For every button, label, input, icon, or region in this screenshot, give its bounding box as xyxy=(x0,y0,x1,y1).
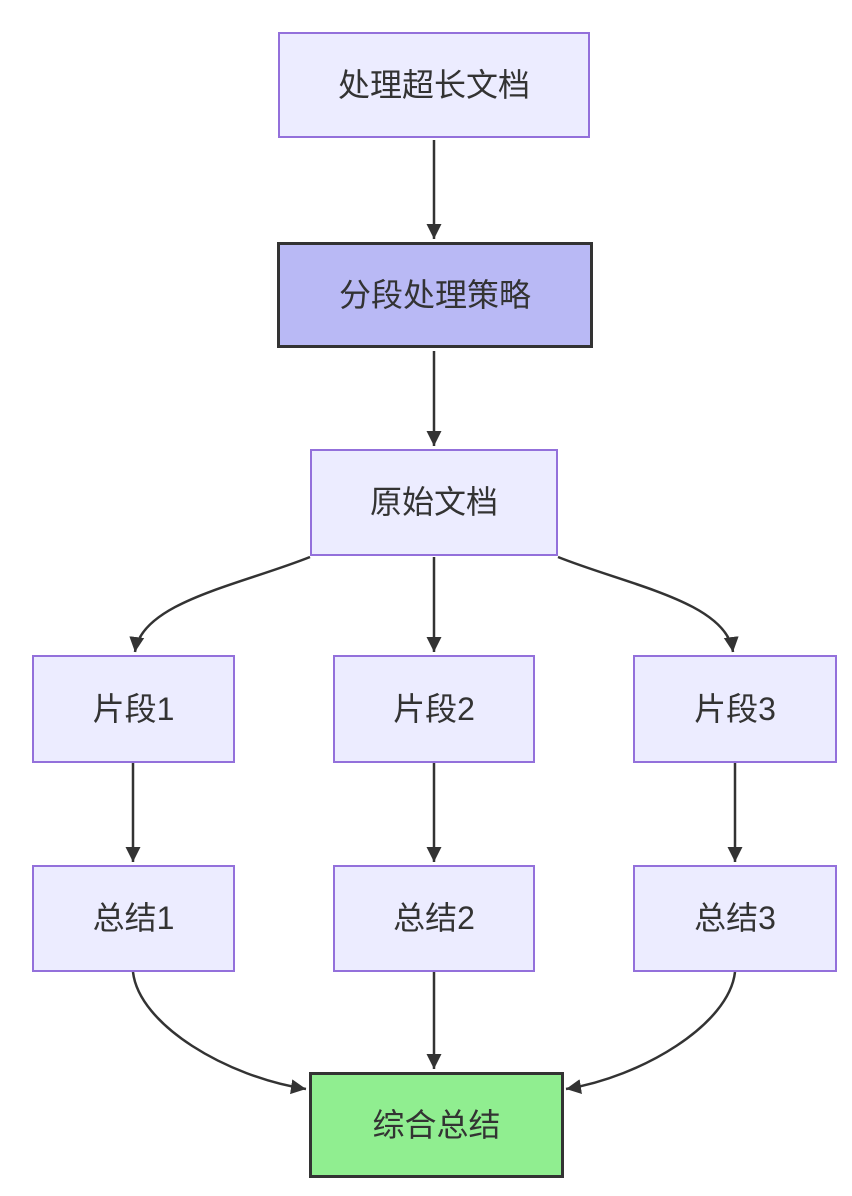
edge-original-to-fragment-1 xyxy=(129,555,311,653)
node-fragment-3: 片段3 xyxy=(633,655,837,763)
node-original-document: 原始文档 xyxy=(310,449,558,556)
node-label: 综合总结 xyxy=(372,1106,501,1143)
node-process-long-document: 处理超长文档 xyxy=(278,32,590,138)
node-label: 原始文档 xyxy=(369,484,498,521)
node-label: 片段2 xyxy=(393,690,475,727)
node-label: 总结3 xyxy=(694,900,776,937)
node-summary-3: 总结3 xyxy=(633,865,837,972)
node-label: 总结2 xyxy=(393,900,475,937)
node-label: 处理超长文档 xyxy=(337,66,530,103)
node-label: 总结1 xyxy=(92,900,175,937)
node-label: 片段1 xyxy=(92,690,175,727)
node-fragment-1: 片段1 xyxy=(32,655,235,763)
node-summary-1: 总结1 xyxy=(32,865,235,972)
node-label: 分段处理策略 xyxy=(338,276,531,313)
node-label: 片段3 xyxy=(694,690,776,727)
edge-summary-3-to-final xyxy=(565,971,737,1095)
edge-summary-1-to-final xyxy=(131,971,307,1095)
node-summary-2: 总结2 xyxy=(333,865,535,972)
node-fragment-2: 片段2 xyxy=(333,655,535,763)
node-final-summary: 综合总结 xyxy=(309,1072,564,1178)
node-segmentation-strategy: 分段处理策略 xyxy=(277,242,593,348)
edge-original-to-fragment-3 xyxy=(557,555,739,653)
